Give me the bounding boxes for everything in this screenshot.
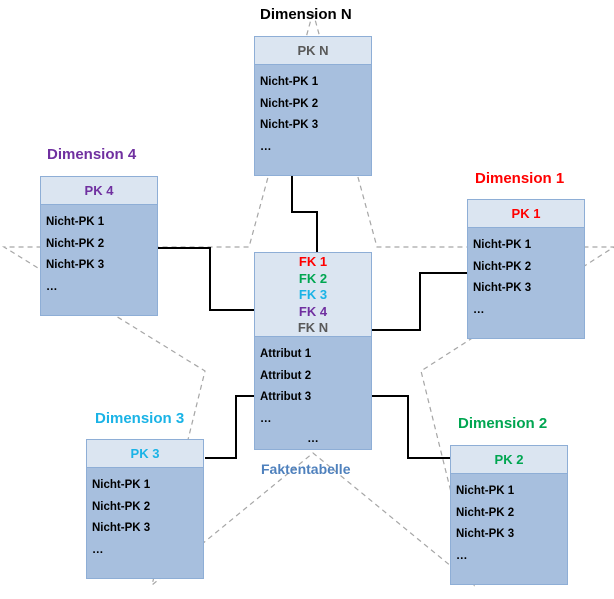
dimension-2-table: PK 2 Nicht-PK 1 Nicht-PK 2 Nicht-PK 3 … xyxy=(450,445,568,585)
dimension-n-title: Dimension N xyxy=(260,6,352,23)
fact-trailing-dots: … xyxy=(307,433,319,445)
dimension-n-row: … xyxy=(260,140,272,153)
dimension-3-row: … xyxy=(92,543,104,556)
dimension-1-row: Nicht-PK 1 xyxy=(473,239,532,251)
dimension-1-title: Dimension 1 xyxy=(475,170,565,187)
dimension-2-row: Nicht-PK 1 xyxy=(456,485,515,497)
dimension-4-title: Dimension 4 xyxy=(47,146,137,163)
dimension-n-table: PK N Nicht-PK 1 Nicht-PK 2 Nicht-PK 3 … xyxy=(254,36,372,176)
dimension-1-row: Nicht-PK 3 xyxy=(473,282,532,294)
fact-fk-2: FK 2 xyxy=(298,270,328,286)
dimension-1-pk: PK 1 xyxy=(468,200,584,228)
dimension-4-row: Nicht-PK 2 xyxy=(46,237,105,250)
dimension-1-row: Nicht-PK 2 xyxy=(473,260,532,273)
fact-fk-3: FK 3 xyxy=(298,287,328,302)
dimension-3-row: Nicht-PK 3 xyxy=(92,522,151,534)
dimension-2-row: Nicht-PK 2 xyxy=(456,506,515,519)
dimension-n-row: Nicht-PK 1 xyxy=(260,76,319,88)
dimension-3-table: PK 3 Nicht-PK 1 Nicht-PK 2 Nicht-PK 3 … xyxy=(86,439,204,579)
dimension-n-pk: PK N xyxy=(255,37,371,65)
dimension-4-row: Nicht-PK 1 xyxy=(46,216,105,228)
fact-table-caption: Faktentabelle xyxy=(261,461,351,477)
dimension-3-row: Nicht-PK 2 xyxy=(92,500,151,513)
dimension-4-row: Nicht-PK 3 xyxy=(46,259,105,271)
fact-fk-4: FK 4 xyxy=(298,303,328,319)
fact-attribute-row: Attribut 3 xyxy=(260,391,312,403)
dimension-3-row: Nicht-PK 1 xyxy=(92,479,151,491)
dimension-2-title: Dimension 2 xyxy=(458,415,548,432)
connector-dimension-2 xyxy=(371,395,451,459)
dimension-1-table: PK 1 Nicht-PK 1 Nicht-PK 2 Nicht-PK 3 … xyxy=(467,199,585,339)
dimension-4-table: PK 4 Nicht-PK 1 Nicht-PK 2 Nicht-PK 3 … xyxy=(40,176,158,316)
dimension-2-row: Nicht-PK 3 xyxy=(456,528,515,540)
dimension-2-pk: PK 2 xyxy=(451,446,567,474)
dimension-3-pk: PK 3 xyxy=(87,440,203,468)
fact-fk-n: FK N xyxy=(297,320,329,335)
connector-dimension-n xyxy=(291,176,318,253)
dimension-1-row: … xyxy=(473,303,485,316)
connector-dimension-1 xyxy=(371,272,468,331)
fact-fk-1: FK 1 xyxy=(298,254,328,269)
dimension-4-pk: PK 4 xyxy=(41,177,157,205)
dimension-n-row: Nicht-PK 2 xyxy=(260,97,319,110)
connector-dimension-4 xyxy=(157,247,255,311)
fact-attribute-row: … xyxy=(260,412,272,425)
fact-table: FK 1 FK 2 FK 3 FK 4 FK N Attribut 1 Attr… xyxy=(254,252,372,450)
dimension-3-title: Dimension 3 xyxy=(95,410,185,427)
connector-dimension-3 xyxy=(205,395,255,459)
dimension-4-row: … xyxy=(46,280,58,293)
fact-table-foreign-keys: FK 1 FK 2 FK 3 FK 4 FK N xyxy=(255,253,371,337)
dimension-n-row: Nicht-PK 3 xyxy=(260,119,319,131)
fact-attribute-row: Attribut 1 xyxy=(260,348,312,360)
fact-attribute-row: Attribut 2 xyxy=(260,369,312,382)
dimension-2-row: … xyxy=(456,549,468,562)
